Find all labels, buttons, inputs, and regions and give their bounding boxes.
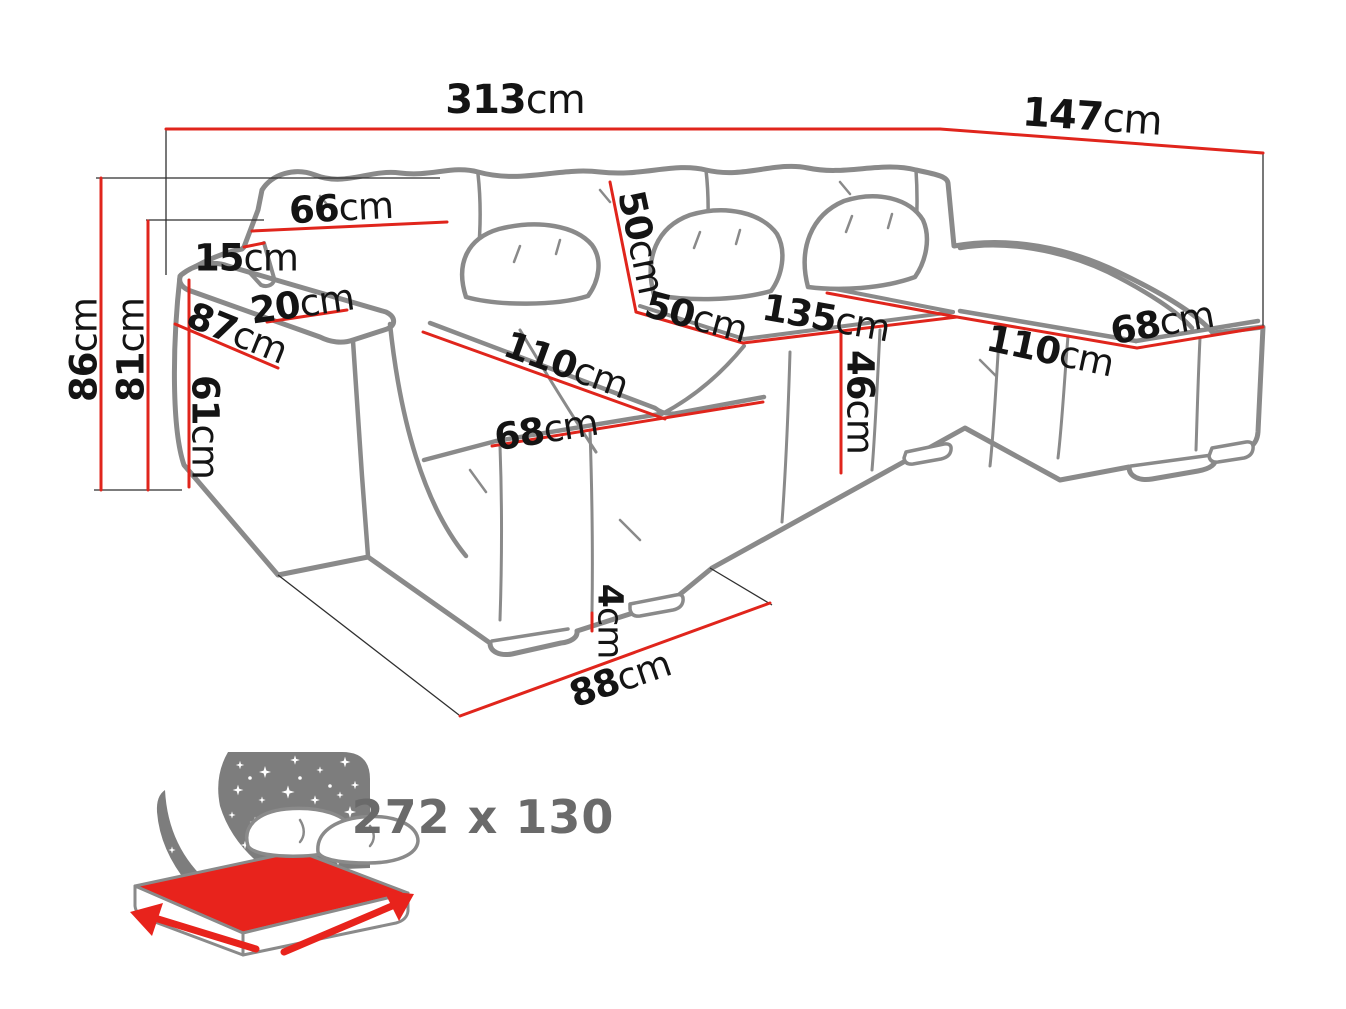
dim-line-backrest-thickness-15 — [242, 241, 266, 249]
dim-line-seat-depth-50 — [634, 310, 745, 345]
foot-right-end — [1207, 440, 1255, 464]
width-arrow — [154, 915, 260, 953]
right-chaise-front-crease-2 — [1056, 334, 1070, 460]
size-arrows — [130, 891, 414, 956]
dim-arm-front-height-label: 61cm — [183, 375, 227, 479]
dim-line-total-depth-147 — [938, 127, 1265, 155]
dim-line-left-chaise-length-110 — [421, 330, 667, 421]
cushion-fold-marks — [512, 212, 894, 264]
dim-total-depth-label: 147cm — [1020, 89, 1164, 145]
dim-back-cushion-label: 66cm — [288, 183, 394, 232]
dim-total-width-unit: cm — [525, 77, 586, 123]
extension-lines — [94, 129, 1264, 716]
foot-middle — [902, 442, 953, 466]
right-end-crease — [1194, 336, 1202, 452]
right-arm-inner-curve — [957, 243, 1195, 331]
dim-line-seat-width-135 — [825, 291, 959, 319]
width-arrow-head — [130, 903, 163, 936]
dim-total-height-value: 86 — [62, 352, 106, 402]
mid-seat-back-edge — [828, 286, 955, 314]
left-chaise-right-divider — [660, 344, 746, 416]
dim-armrest-height-label: 81cm — [109, 298, 153, 402]
ext-front-width-right — [709, 567, 773, 606]
cushion-left — [459, 222, 601, 306]
dim-line-backrest-height-50 — [608, 180, 638, 314]
dim-backrest-thickness-value: 15 — [194, 236, 244, 280]
dim-line-armrest-width-20 — [265, 308, 349, 324]
dim-arm-front-height-unit: cm — [183, 424, 227, 479]
sleeping-area-size-label: 272 x 130 — [351, 790, 615, 844]
arm-front-edge — [350, 338, 371, 559]
foot-left-chaise-2 — [628, 592, 685, 618]
dim-line-chaise-front-88 — [458, 601, 772, 718]
cushion-right — [802, 194, 930, 292]
dim-backrest-thickness-label: 15cm — [194, 236, 299, 280]
dim-leg-height-unit: cm — [589, 607, 630, 659]
dim-line-seat-connector — [741, 315, 959, 345]
dim-seat-height-value: 46 — [838, 350, 882, 400]
dim-leg-height-value: 4 — [589, 583, 630, 608]
dim-total-depth-unit: cm — [1101, 94, 1164, 145]
dim-line-back-cushion-66 — [250, 220, 449, 233]
dim-total-height-unit: cm — [62, 298, 106, 353]
arm-inner-edge — [387, 321, 469, 559]
dim-seat-height-unit: cm — [838, 399, 882, 454]
dim-leg-height-label: 4cm — [589, 583, 630, 659]
left-chaise-front-crease-1 — [498, 444, 503, 622]
dim-back-cushion-value: 66 — [288, 186, 340, 233]
right-chaise-front-crease-1 — [988, 323, 1002, 468]
dim-total-height-label: 86cm — [62, 298, 106, 402]
length-arrow-head — [384, 891, 414, 921]
dim-left-chaise-width-value: 68 — [491, 409, 547, 460]
dim-backrest-thickness-unit: cm — [243, 236, 299, 280]
dim-back-cushion-unit: cm — [337, 183, 394, 230]
mid-seat-left-edge — [638, 304, 746, 341]
dim-arm-front-height-value: 61 — [183, 375, 227, 425]
night-sky-left — [156, 790, 210, 884]
dim-line-right-chaise-length-110 — [955, 315, 1139, 350]
dim-total-width-label: 313cm — [445, 77, 586, 123]
dim-line-right-chaise-width-68 — [1135, 325, 1265, 350]
cushions — [459, 194, 930, 306]
fold-marks — [318, 180, 998, 542]
dim-total-depth-value: 147 — [1020, 89, 1105, 141]
sleep-function-icon — [130, 752, 420, 957]
pillow-folds — [298, 818, 375, 848]
dim-armrest-height-value: 81 — [109, 352, 153, 402]
backrest-side-panel — [248, 241, 277, 289]
ext-front-width-left — [277, 574, 460, 716]
pillow-right — [316, 814, 420, 865]
right-chaise-front-edge — [957, 308, 1139, 344]
length-arrow — [280, 902, 396, 956]
left-chaise-front-edge — [421, 411, 663, 463]
left-chaise-front-crease-2 — [588, 428, 594, 614]
dim-line-left-chaise-width-68 — [490, 400, 765, 448]
dim-left-chaise-width-unit: cm — [540, 400, 601, 452]
dim-total-width-value: 313 — [445, 77, 526, 123]
foot-right-chaise-top — [1129, 453, 1214, 468]
left-armrest-top — [177, 260, 397, 345]
dim-seat-height-label: 46cm — [838, 350, 882, 454]
left-chaise-seat-crease — [518, 328, 598, 454]
mattress-right-face — [241, 891, 410, 957]
dim-right-chaise-width-value: 68 — [1107, 302, 1164, 354]
dimension-lines — [99, 127, 1265, 718]
mid-front-crease-1 — [780, 350, 792, 524]
dim-armrest-height-unit: cm — [109, 298, 153, 353]
mid-seat-front-edge — [742, 310, 955, 341]
dim-line-armrest-length-87 — [173, 322, 280, 370]
right-chaise-end-edge — [1133, 318, 1261, 344]
cushion-middle — [648, 208, 785, 302]
mid-front-crease-2 — [870, 328, 882, 472]
foot-top-left-chaise — [490, 627, 570, 643]
dim-armrest-width-unit: cm — [296, 275, 357, 326]
dim-seat-width-unit: cm — [832, 298, 894, 351]
